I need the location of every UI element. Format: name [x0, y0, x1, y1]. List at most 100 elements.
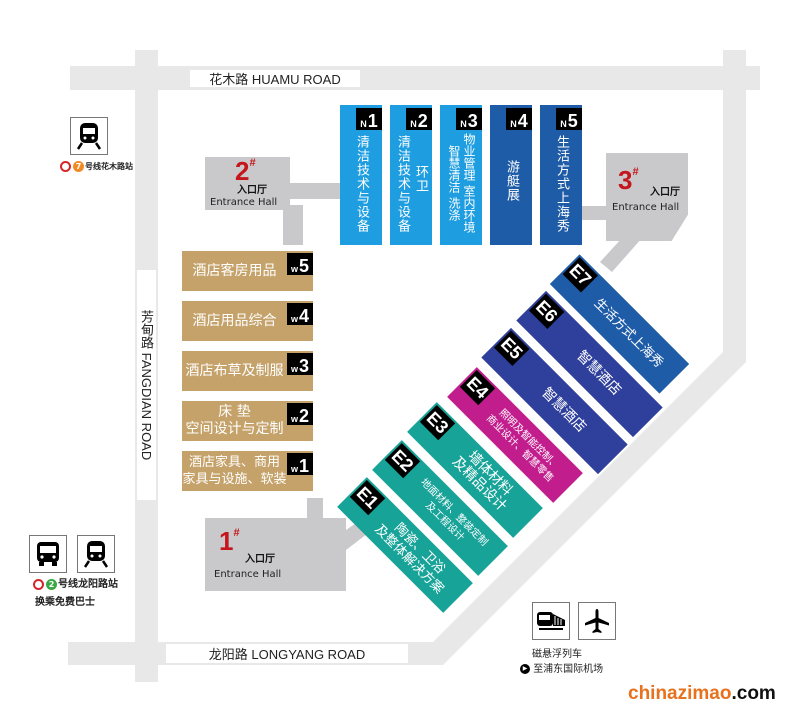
hall-mark: #	[233, 527, 240, 539]
hall-text: 酒店家具、商用	[188, 455, 280, 470]
station-name: 号线花木路站	[85, 162, 133, 171]
shanghai-metro-logo-icon	[33, 578, 44, 590]
hall-text: 环卫	[413, 165, 428, 193]
tag-prefix: N	[510, 119, 517, 129]
hall-label-cn: 入口厅	[237, 185, 267, 196]
tag-number: 4	[299, 306, 310, 326]
destination-text: 至浦东国际机场	[533, 664, 604, 675]
free-bus-note: 换乘免费巴士	[35, 597, 95, 608]
road-name: 芳甸路 FANGDIAN ROAD	[139, 309, 154, 461]
hall-text: 游艇展	[504, 160, 519, 202]
tag-number: 1	[367, 111, 378, 131]
tag-prefix: w	[290, 314, 298, 324]
longyang-road-label: 龙阳路 LONGYANG ROAD	[166, 644, 408, 663]
hall-number: 3	[618, 165, 633, 195]
play-arrow-icon: ▶	[520, 664, 530, 674]
tag-number: 5	[567, 111, 578, 131]
entrance-hall-3[interactable]: 3# 入口厅 Entrance Hall	[606, 153, 688, 241]
road-name: 龙阳路 LONGYANG ROAD	[208, 647, 366, 662]
hall-text: 床 垫	[218, 404, 251, 420]
station-name: 号线龙阳路站	[58, 579, 118, 590]
fangdian-road-label: 芳甸路 FANGDIAN ROAD	[137, 270, 156, 500]
tag-prefix: w	[290, 264, 298, 274]
maglev-label: 磁悬浮列车	[532, 649, 582, 660]
entrance-hall-1[interactable]: 1# 入口厅 Entrance Hall	[205, 518, 346, 591]
huamu-road-label: 花木路 HUAMU ROAD	[190, 70, 360, 87]
hall-text: 智慧清洁 洗涤	[447, 145, 461, 221]
watermark-text: chinazimao	[628, 683, 732, 704]
tag-number: 3	[467, 111, 478, 131]
line-badge: 2	[46, 578, 57, 590]
shanghai-metro-logo-icon	[60, 161, 71, 172]
tag-prefix: w	[290, 464, 298, 474]
hall-label-en: Entrance Hall	[210, 197, 278, 208]
hall-label-en: Entrance Hall	[214, 569, 282, 580]
hall-number: 1	[219, 526, 234, 556]
tag-number: 3	[299, 356, 310, 376]
hall-text: 酒店布草及制服	[185, 362, 284, 379]
hall-text: 清洁技术与设备	[354, 135, 369, 233]
airplane-icon	[578, 602, 616, 640]
hall-text: 生活方式上海秀	[554, 135, 569, 233]
hall-mark: #	[249, 157, 256, 169]
road-name: 花木路 HUAMU ROAD	[209, 72, 341, 87]
tag-prefix: N	[560, 119, 567, 129]
hall-number: 2	[235, 156, 250, 186]
tag-prefix: w	[290, 364, 298, 374]
watermark: chinazimao.com	[628, 683, 776, 705]
airport-label: ▶ 至浦东国际机场	[520, 663, 603, 676]
east-road	[723, 50, 746, 360]
huamu-road	[70, 66, 760, 90]
hall-text: 空间设计与定制	[185, 421, 284, 437]
tag-prefix: w	[290, 414, 298, 424]
hall-text: 家具与设施、软装	[182, 472, 287, 487]
hall-text: 酒店用品综合	[192, 312, 277, 329]
watermark-text: .com	[731, 683, 776, 704]
diagonal-road	[410, 352, 746, 665]
line-badge: 7	[73, 161, 84, 172]
tag-number: 1	[299, 456, 310, 476]
tag-prefix: N	[360, 119, 367, 129]
tag-prefix: N	[460, 119, 467, 129]
hall-label-en: Entrance Hall	[612, 202, 680, 213]
metro-icon	[70, 117, 108, 155]
hall-mark: #	[632, 166, 639, 178]
hall-text: 物业管理 室内环境	[462, 133, 476, 233]
tag-number: 2	[299, 406, 310, 426]
hall2-stem	[283, 205, 303, 245]
tag-number: 4	[517, 111, 528, 131]
hall1-stem	[307, 498, 323, 520]
hall-text: 酒店客房用品	[192, 262, 277, 279]
hall3-connector	[580, 206, 610, 220]
hall-text: 清洁技术与设备	[395, 135, 410, 233]
tag-prefix: N	[410, 119, 417, 129]
metro-icon	[77, 535, 115, 573]
tag-number: 2	[417, 111, 428, 131]
entrance-hall-2[interactable]: 2# 入口厅 Entrance Hall	[205, 157, 290, 210]
hall-label-cn: 入口厅	[650, 187, 680, 198]
maglev-train-icon	[532, 602, 570, 640]
